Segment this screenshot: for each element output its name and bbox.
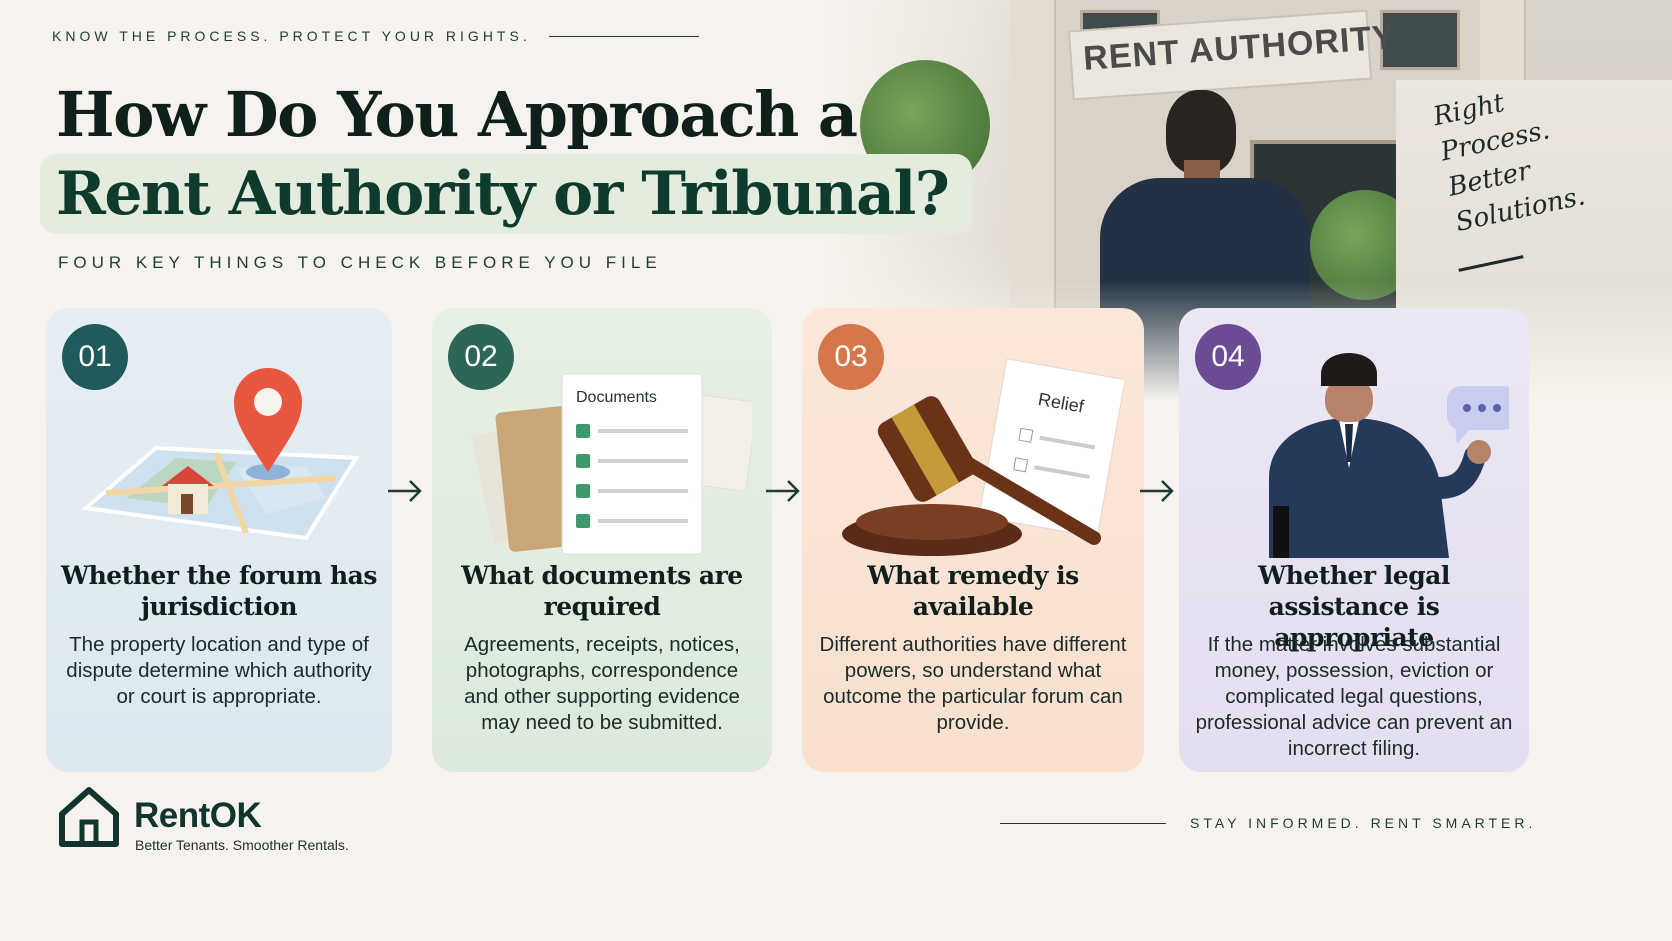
lawyer-speech-icon [1269,353,1509,558]
arrow-right-icon [1140,480,1174,502]
card-jurisdiction: 01 Whether the forum has jurisdiction Th… [46,308,392,772]
kicker-text: KNOW THE PROCESS. PROTECT YOUR RIGHTS. [52,28,531,44]
card-description: If the matter involves substantial money… [1195,633,1513,760]
card-heading: Whether the forum has jurisdiction [61,561,377,621]
subtitle: FOUR KEY THINGS TO CHECK BEFORE YOU FILE [58,253,662,272]
illus-label: Documents [576,389,657,406]
step-number-badge: 02 [448,324,514,390]
card-heading: Whether legal assistance is appropriate [1258,561,1450,652]
step-number-badge: 01 [62,324,128,390]
kicker-rule [548,35,699,37]
step-number-badge: 03 [818,324,884,390]
page-title-line2: Rent Authority or Tribunal? [56,159,950,229]
card-legal-assistance: 04 Whether legal assistance is appropria… [1179,308,1529,772]
card-description: Different authorities have different pow… [819,633,1127,734]
house-logo-icon [59,787,119,847]
card-heading: What remedy is available [867,561,1079,621]
brand-name: RentOK [134,796,262,835]
top-kicker: KNOW THE PROCESS. PROTECT YOUR RIGHTS. [52,28,699,44]
step-number-badge: 04 [1195,324,1261,390]
hero-photo: RENT AUTHORITY Right Process. Better Sol… [820,0,1672,400]
arrow-right-icon [388,480,422,502]
documents-checklist-icon: Documents [471,373,752,555]
card-description: The property location and type of disput… [66,633,372,708]
brand-tagline: Better Tenants. Smoother Rentals. [135,837,349,853]
page-title-line1: How Do You Approach a [56,78,858,151]
footer-slogan: STAY INFORMED. RENT SMARTER. [1000,815,1536,831]
arrow-right-icon [766,480,800,502]
card-remedy: Relief 03 What remedy is available Diffe… [802,308,1144,772]
card-documents: Documents 02 What documents are required… [432,308,772,772]
map-pin-house-icon [81,368,360,541]
footer-rule [1000,822,1166,824]
card-description: Agreements, receipts, notices, photograp… [464,633,740,734]
footer-slogan-text: STAY INFORMED. RENT SMARTER. [1190,815,1537,831]
card-heading: What documents are required [461,561,743,621]
page-title-highlight: Rent Authority or Tribunal? [40,154,973,234]
gavel-icon: Relief [842,358,1124,556]
